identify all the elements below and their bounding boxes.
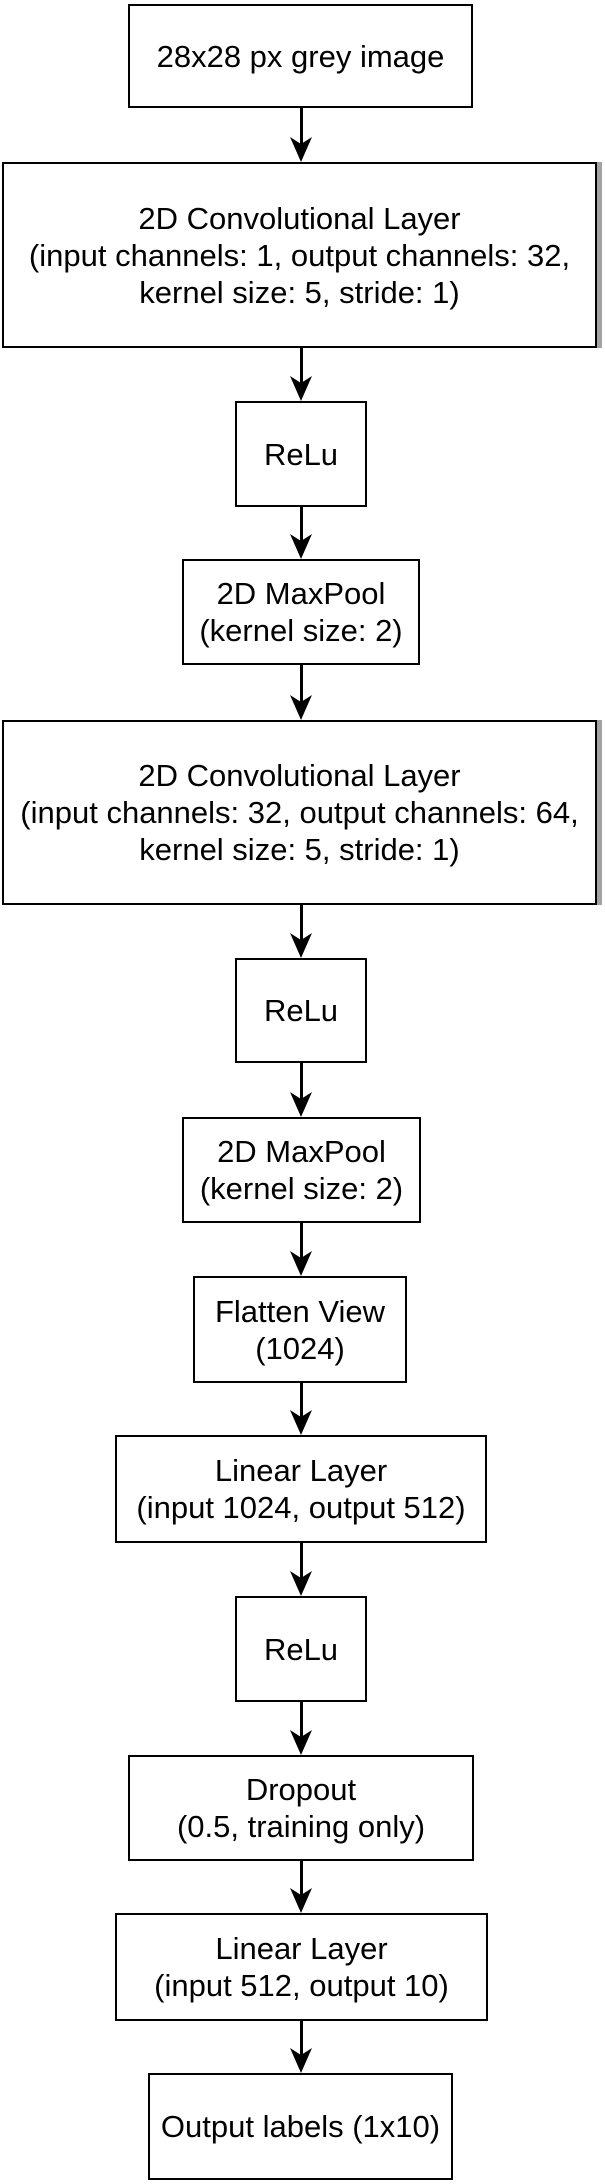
node-label-line: ReLu xyxy=(263,1631,339,1667)
node-label-line: Linear Layer xyxy=(215,1931,388,1966)
node-label-line: Dropout xyxy=(245,1772,357,1807)
arrow-line xyxy=(299,2021,303,2055)
down-arrow-connector xyxy=(289,2021,313,2073)
arrow-line xyxy=(299,1861,303,1895)
node-dropout: Dropout (0.5, training only) xyxy=(128,1755,474,1861)
node-label-line: 2D MaxPool xyxy=(216,576,386,611)
node-label-line: 2D MaxPool xyxy=(217,1134,386,1169)
arrow-line xyxy=(299,108,303,144)
node-output-labels: Output labels (1x10) xyxy=(148,2073,453,2180)
down-arrow-connector xyxy=(289,905,313,958)
node-label-line: (input 1024, output 512) xyxy=(136,1490,466,1525)
arrow-line xyxy=(299,1543,303,1578)
node-label-line: Output labels (1x10) xyxy=(160,2109,441,2144)
node-label-line: Linear Layer xyxy=(214,1453,388,1488)
down-arrow-connector xyxy=(289,1383,313,1435)
node-flatten-view: Flatten View (1024) xyxy=(193,1276,407,1383)
down-arrow-connector xyxy=(289,348,313,401)
arrow-line xyxy=(299,1383,303,1417)
arrow-line xyxy=(299,507,303,541)
node-label-line: (kernel size: 2) xyxy=(199,613,403,648)
node-label-line: ReLu xyxy=(263,993,339,1028)
node-label-line: (input channels: 1, output channels: 32, xyxy=(28,237,571,273)
down-arrow-connector xyxy=(289,1063,313,1117)
node-label-line: Flatten View xyxy=(214,1293,385,1329)
node-input-image: 28x28 px grey image xyxy=(128,4,473,108)
down-arrow-connector xyxy=(289,1223,313,1276)
node-linear-1: Linear Layer (input 1024, output 512) xyxy=(115,1435,487,1543)
node-label-line: (0.5, training only) xyxy=(176,1809,426,1844)
arrow-line xyxy=(299,905,303,940)
arrow-line xyxy=(299,1063,303,1099)
down-arrow-connector xyxy=(289,1861,313,1913)
node-label-line: kernel size: 5, stride: 1) xyxy=(139,274,460,310)
node-maxpool-1: 2D MaxPool (kernel size: 2) xyxy=(182,559,420,665)
down-arrow-connector xyxy=(289,1543,313,1596)
node-label-line: 2D Convolutional Layer xyxy=(138,758,461,793)
node-maxpool-2: 2D MaxPool (kernel size: 2) xyxy=(182,1117,421,1223)
node-label-line: (input 512, output 10) xyxy=(154,1968,449,2003)
down-arrow-connector xyxy=(289,108,313,162)
arrow-line xyxy=(299,665,303,702)
node-label-line: ReLu xyxy=(263,436,339,472)
node-label-line: kernel size: 5, stride: 1) xyxy=(139,832,460,867)
arrow-line xyxy=(299,1702,303,1737)
down-arrow-connector xyxy=(289,507,313,559)
node-relu-3: ReLu xyxy=(235,1596,367,1702)
node-conv-layer-2: 2D Convolutional Layer (input channels: … xyxy=(2,720,597,905)
node-label-line: (input channels: 32, output channels: 64… xyxy=(20,795,579,830)
arrow-line xyxy=(299,1223,303,1258)
arrow-line xyxy=(299,348,303,383)
down-arrow-connector xyxy=(289,665,313,720)
node-label-line: 2D Convolutional Layer xyxy=(138,200,461,236)
node-label-line: 28x28 px grey image xyxy=(156,38,445,74)
down-arrow-connector xyxy=(289,1702,313,1755)
node-relu-2: ReLu xyxy=(235,958,367,1063)
node-relu-1: ReLu xyxy=(235,401,367,507)
node-linear-2: Linear Layer (input 512, output 10) xyxy=(115,1913,488,2021)
node-label-line: (kernel size: 2) xyxy=(199,1171,404,1206)
node-conv-layer-1: 2D Convolutional Layer (input channels: … xyxy=(2,162,597,348)
node-label-line: (1024) xyxy=(255,1330,345,1366)
